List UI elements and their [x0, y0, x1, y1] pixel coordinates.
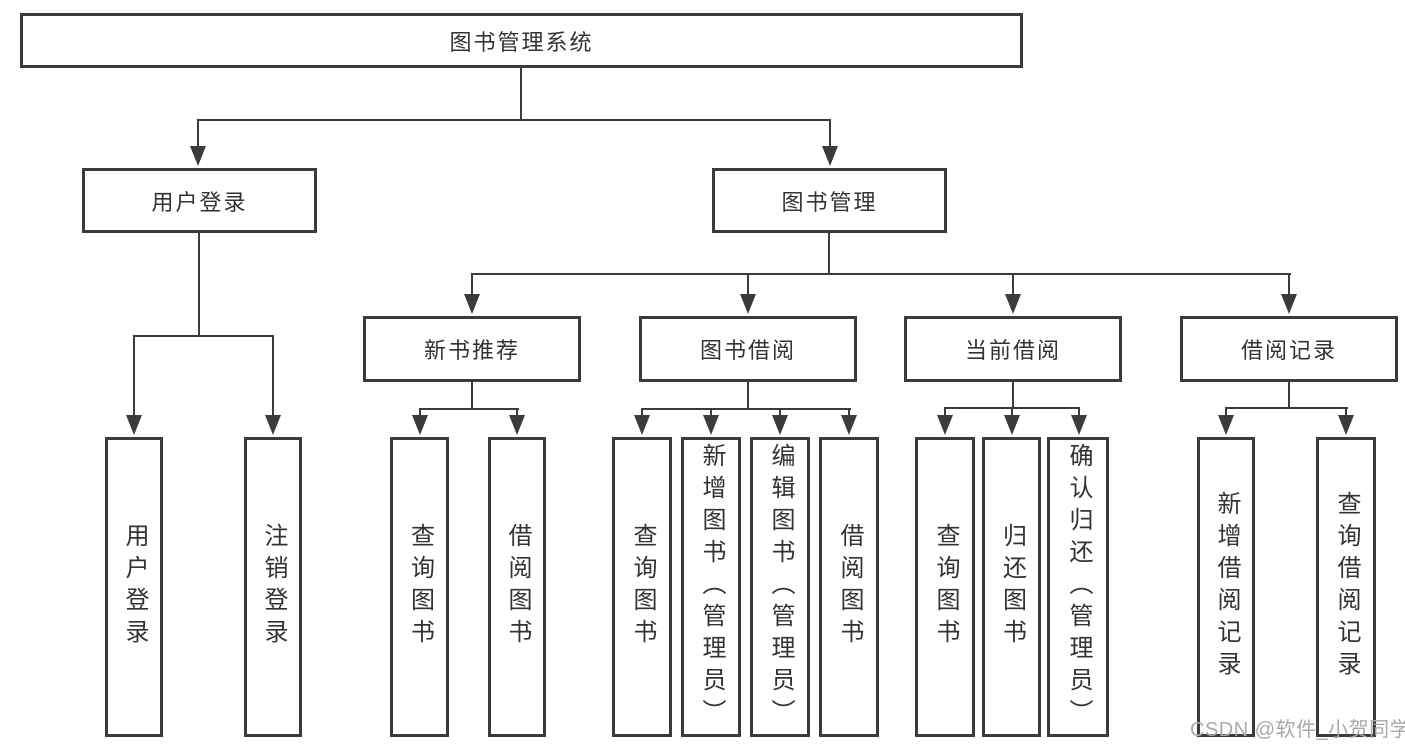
- connector-br-vertical: [1288, 382, 1290, 409]
- node-bb-query-books-label: 查询图书: [629, 523, 656, 651]
- node-book-borrowing: 图书借阅: [639, 316, 857, 382]
- arrowhead-borrowing-records: [1281, 294, 1297, 314]
- arrowhead-cb-query: [937, 415, 953, 435]
- connector-drop-nbr-query: [419, 408, 421, 418]
- connector-ulg-horizontal: [133, 335, 274, 337]
- node-nbr-query-books-label: 查询图书: [406, 523, 434, 651]
- node-br-add-record-label: 新增借阅记录: [1213, 491, 1240, 683]
- connector-drop-new-book-recommend: [471, 273, 473, 299]
- node-bb-borrow-books-label: 借阅图书: [836, 523, 863, 651]
- connector-root-vertical: [520, 68, 522, 121]
- connector-drop-br-query: [1345, 407, 1347, 418]
- node-book-borrowing-label: 图书借阅: [699, 338, 796, 363]
- node-current-borrowing: 当前借阅: [904, 316, 1122, 382]
- node-nbr-query-books: 查询图书: [390, 437, 449, 737]
- arrowhead-br-query: [1338, 415, 1354, 435]
- node-bb-borrow-books: 借阅图书: [819, 437, 879, 737]
- arrowhead-cb-return: [1004, 415, 1020, 435]
- node-cb-confirm-return-label: 确认归还（管理员）: [1065, 443, 1092, 731]
- connector-nbr-horizontal: [419, 408, 519, 410]
- node-cb-query-books: 查询图书: [915, 437, 975, 737]
- arrowhead-bb-borrow: [841, 415, 857, 435]
- node-nbr-borrow-books-label: 借阅图书: [504, 523, 531, 651]
- node-bb-add-books: 新增图书（管理员）: [681, 437, 741, 737]
- node-current-borrowing-label: 当前借阅: [964, 338, 1061, 363]
- connector-drop-br-add: [1225, 407, 1227, 418]
- node-bb-edit-books-label: 编辑图书（管理员）: [767, 443, 794, 731]
- node-br-query-record-label: 查询借阅记录: [1333, 491, 1360, 683]
- csdn-watermark: CSDN @软件_小贺同学: [1190, 719, 1405, 741]
- connector-drop-bb-query: [641, 408, 643, 418]
- connector-drop-book-borrowing: [747, 273, 749, 299]
- node-cb-return-books: 归还图书: [982, 437, 1041, 737]
- connector-drop-nbr-borrow: [516, 408, 518, 418]
- node-nbr-borrow-books: 借阅图书: [488, 437, 546, 737]
- arrowhead-nbr-query: [412, 415, 428, 435]
- connector-cb-vertical: [1012, 382, 1014, 409]
- arrowhead-nbr-borrow: [509, 415, 525, 435]
- node-user-login-group-label: 用户登录: [151, 189, 248, 215]
- arrowhead-br-add: [1218, 415, 1234, 435]
- connector-drop-cb-query: [944, 407, 946, 418]
- connector-drop-current-borrowing: [1012, 273, 1014, 299]
- node-book-management-label: 图书管理: [781, 189, 878, 215]
- node-borrowing-records-label: 借阅记录: [1240, 338, 1337, 363]
- node-user-login-label: 用户登录: [121, 523, 148, 651]
- connector-ulg-vertical: [198, 233, 200, 337]
- node-logout: 注销登录: [244, 437, 302, 737]
- node-br-add-record: 新增借阅记录: [1197, 437, 1255, 737]
- connector-drop-user-login-group: [197, 119, 199, 150]
- node-cb-confirm-return: 确认归还（管理员）: [1047, 437, 1109, 737]
- connector-bm-horizontal: [471, 273, 1291, 275]
- connector-drop-borrowing-records: [1288, 273, 1290, 299]
- arrowhead-logout: [265, 415, 281, 435]
- node-borrowing-records: 借阅记录: [1180, 316, 1398, 382]
- connector-drop-cb-confirm: [1078, 407, 1080, 418]
- node-cb-return-books-label: 归还图书: [998, 523, 1026, 651]
- node-root-label: 图书管理系统: [449, 29, 594, 55]
- connector-drop-bb-add: [710, 408, 712, 418]
- connector-bb-horizontal: [641, 408, 851, 410]
- node-bb-edit-books: 编辑图书（管理员）: [750, 437, 810, 737]
- node-logout-label: 注销登录: [260, 523, 287, 651]
- arrowhead-book-borrowing: [740, 294, 756, 314]
- connector-drop-bb-borrow: [848, 408, 850, 418]
- node-br-query-record: 查询借阅记录: [1316, 437, 1376, 737]
- connector-bb-vertical: [747, 382, 749, 410]
- connector-br-horizontal: [1225, 407, 1348, 409]
- node-user-login-group: 用户登录: [82, 168, 317, 233]
- node-cb-query-books-label: 查询图书: [932, 523, 959, 651]
- node-user-login: 用户登录: [105, 437, 163, 737]
- node-book-management: 图书管理: [712, 168, 947, 233]
- arrowhead-current-borrowing: [1005, 294, 1021, 314]
- connector-drop-user-login: [133, 335, 135, 419]
- arrowhead-book-management: [822, 146, 838, 166]
- connector-drop-book-management: [829, 119, 831, 150]
- node-bb-query-books: 查询图书: [612, 437, 672, 737]
- connector-bm-vertical: [828, 233, 830, 275]
- arrowhead-new-book-recommend: [464, 294, 480, 314]
- node-bb-add-books-label: 新增图书（管理员）: [698, 443, 725, 731]
- arrowhead-user-login: [126, 415, 142, 435]
- arrowhead-user-login-group: [190, 146, 206, 166]
- connector-root-horizontal: [197, 119, 831, 121]
- arrowhead-bb-add: [703, 415, 719, 435]
- connector-drop-logout: [272, 335, 274, 419]
- node-root: 图书管理系统: [20, 13, 1023, 68]
- arrowhead-bb-edit: [772, 415, 788, 435]
- node-new-book-recommend-label: 新书推荐: [423, 338, 520, 363]
- connector-drop-bb-edit: [779, 408, 781, 418]
- connector-nbr-vertical: [471, 382, 473, 410]
- arrowhead-cb-confirm: [1071, 415, 1087, 435]
- connector-drop-cb-return: [1011, 407, 1013, 418]
- node-new-book-recommend: 新书推荐: [363, 316, 581, 382]
- arrowhead-bb-query: [634, 415, 650, 435]
